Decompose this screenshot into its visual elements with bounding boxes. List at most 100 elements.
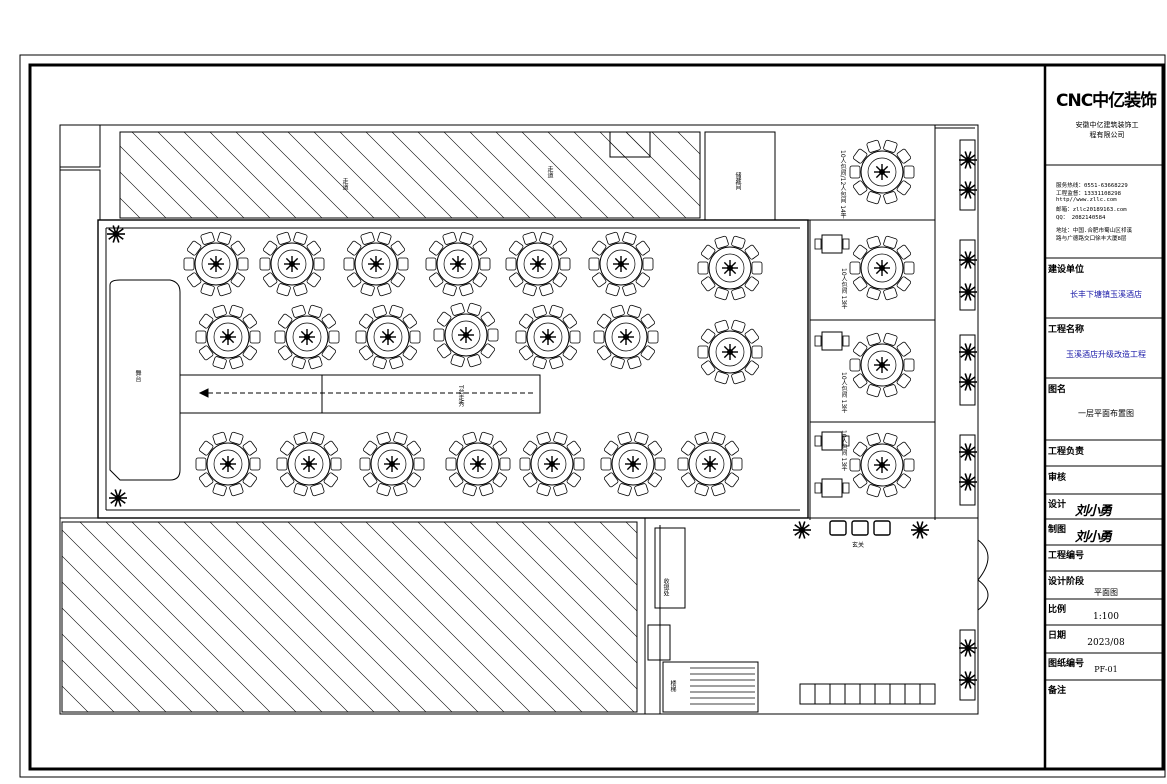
label-design: 设计 — [1048, 500, 1067, 510]
round-table — [195, 431, 261, 497]
label-stage: 舞台 — [134, 370, 141, 382]
label-project-lead: 工程负责 — [1048, 447, 1085, 457]
label-corridor-2: 走道 — [546, 166, 553, 178]
potted-plant — [959, 639, 977, 657]
potted-plant — [911, 521, 929, 539]
label-storage: 储藏间 — [734, 172, 741, 190]
building-outline — [59, 124, 979, 715]
label-drafting: 制图 — [1048, 525, 1067, 535]
potted-plant — [959, 251, 977, 269]
lounge-chair — [851, 520, 869, 536]
private-room-partitions — [935, 127, 976, 701]
contact-line-3: http//www.zllc.com — [1056, 197, 1117, 203]
potted-plant — [959, 343, 977, 361]
round-table — [697, 235, 763, 301]
title-block-grid — [1045, 164, 1163, 681]
value-drawing-title: 一层平面布置图 — [1078, 409, 1134, 418]
round-table — [849, 432, 915, 498]
outer-sheet-border — [19, 54, 1166, 778]
address-line-1: 地址：中国.合肥市蜀山区祁溪 — [1056, 228, 1133, 234]
contact-line-1: 服务热线：0551-63668229 — [1056, 183, 1128, 189]
label-stairs: 楼梯 — [669, 680, 676, 692]
design-signature: 刘小勇 — [1075, 504, 1112, 519]
label-project-name: 工程名称 — [1048, 325, 1085, 335]
value-date: 2023/08 — [1087, 638, 1125, 648]
value-project-name: 玉溪酒店升级改造工程 — [1066, 350, 1146, 359]
round-table — [849, 139, 915, 205]
round-table — [849, 235, 915, 301]
drafting-signature: 刘小勇 — [1075, 530, 1112, 545]
inner-frame-border — [28, 63, 1165, 771]
round-table — [276, 431, 342, 497]
potted-plant — [793, 521, 811, 539]
hatched-small-box — [609, 131, 651, 158]
lounge-chair — [873, 520, 891, 536]
label-remarks: 备注 — [1048, 686, 1067, 696]
stage — [109, 279, 181, 481]
value-scale: 1:100 — [1093, 612, 1119, 622]
round-table — [355, 304, 421, 370]
round-table — [343, 231, 409, 297]
hatched-zone-top — [119, 131, 701, 219]
square-table — [814, 431, 850, 451]
company-name-line-2: 程有限公司 — [1089, 131, 1125, 139]
value-sheet-number: PF-01 — [1094, 665, 1118, 674]
potted-plant — [959, 671, 977, 689]
square-tables — [814, 234, 891, 536]
potted-plant — [959, 443, 977, 461]
hatched-zone-bottom-left — [61, 521, 638, 713]
square-table — [814, 478, 850, 498]
storage-room — [704, 131, 776, 221]
label-design-stage: 设计阶段 — [1048, 577, 1085, 587]
round-table — [195, 304, 261, 370]
round-table — [697, 319, 763, 385]
round-table — [274, 304, 340, 370]
label-private-room-3: 10人包间 13平 — [840, 430, 847, 472]
value-client: 长丰下塘镇玉溪酒店 — [1070, 290, 1142, 299]
plants — [107, 151, 977, 689]
contact-line-4: 邮箱：zllc20189163.com — [1056, 207, 1127, 213]
round-table — [183, 231, 249, 297]
dining-tables — [183, 139, 915, 498]
label-private-room-1: 10人包间 13平 — [840, 268, 847, 310]
cashier-area — [647, 527, 989, 713]
label-walkway: T台走秀 — [457, 385, 464, 407]
contact-line-2: 工程监督：13331108298 — [1056, 191, 1122, 197]
label-cashier: 收银处 — [662, 578, 669, 596]
round-table — [259, 231, 325, 297]
round-table — [677, 431, 743, 497]
label-scale: 比例 — [1048, 605, 1067, 615]
lounge-chair — [829, 520, 847, 536]
label-drawing-title: 图名 — [1048, 385, 1067, 395]
potted-plant — [959, 181, 977, 199]
round-table — [588, 231, 654, 297]
round-table — [600, 431, 666, 497]
round-table — [425, 231, 491, 297]
t-walkway — [179, 374, 541, 414]
company-name-line-1: 安徽中亿建筑装饰工 — [1075, 121, 1139, 129]
company-logo: CNC中亿装饰 — [1056, 91, 1157, 111]
round-table — [505, 231, 571, 297]
label-corridor-1: 走道 — [341, 178, 348, 190]
round-table — [519, 431, 585, 497]
potted-plant — [959, 473, 977, 491]
label-project-number: 工程编号 — [1048, 551, 1085, 561]
value-design-stage: 平面图 — [1094, 588, 1118, 597]
round-table — [593, 304, 659, 370]
label-client: 建设单位 — [1048, 265, 1085, 275]
potted-plant — [959, 151, 977, 169]
round-table — [433, 302, 499, 368]
label-date: 日期 — [1048, 631, 1067, 641]
label-private-room-2: 10人包间 13平 — [840, 372, 847, 414]
potted-plant — [107, 225, 125, 243]
label-sheet-number: 图纸编号 — [1048, 659, 1085, 669]
label-review: 审核 — [1048, 473, 1067, 483]
round-table — [445, 431, 511, 497]
square-table — [814, 331, 850, 351]
label-private-room-top: 10人包间/12人包间 14平 — [839, 150, 846, 219]
round-table — [515, 304, 581, 370]
address-line-2: 路与广德路交口徐丰大厦8层 — [1056, 236, 1127, 242]
label-entrance: 玄关 — [852, 542, 865, 549]
potted-plant — [959, 283, 977, 301]
